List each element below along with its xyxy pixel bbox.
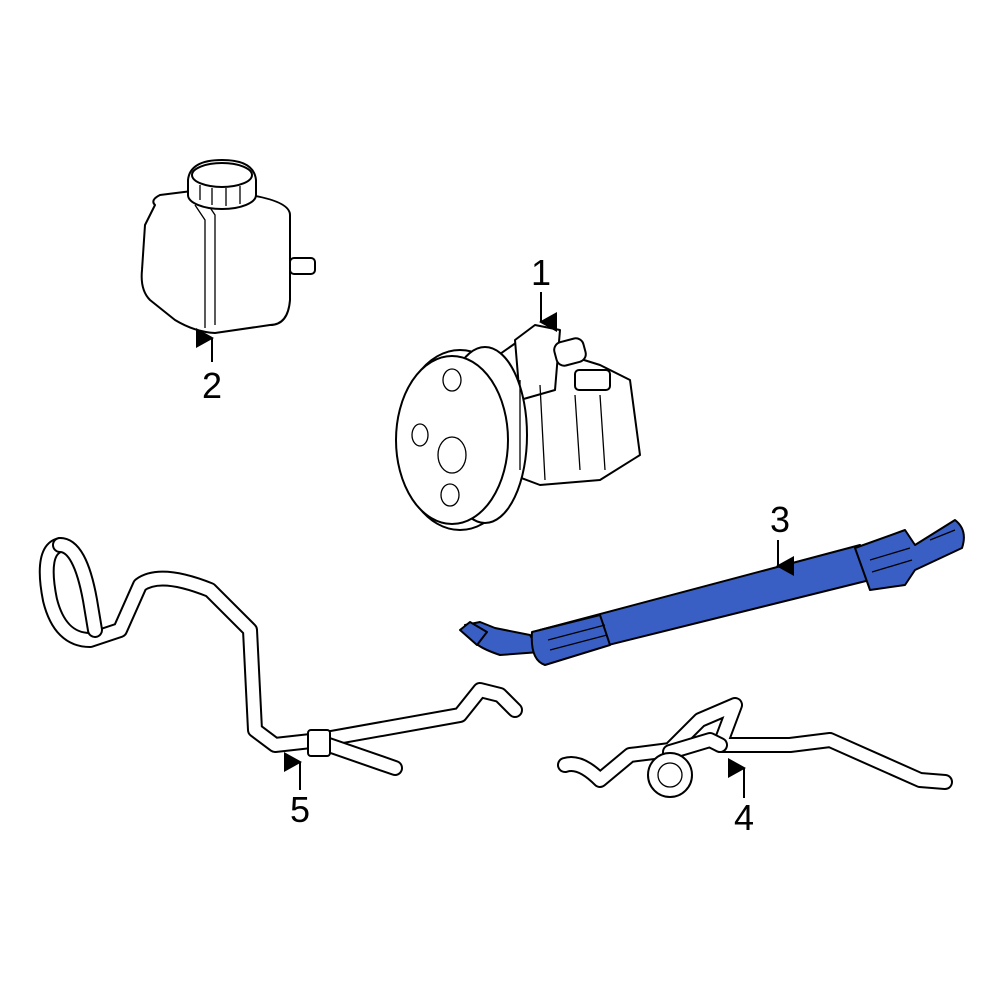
- hose-assembly-part[interactable]: [38, 537, 523, 776]
- return-hose-part[interactable]: [557, 697, 953, 798]
- reservoir-part[interactable]: [140, 159, 316, 334]
- pressure-hose-part[interactable]: [459, 519, 965, 666]
- callout-5[interactable]: 5: [290, 789, 310, 830]
- callout-2[interactable]: 2: [202, 365, 222, 406]
- power-steering-pump-part[interactable]: [395, 324, 641, 531]
- callout-4[interactable]: 4: [734, 797, 754, 838]
- callout-1[interactable]: 1: [531, 252, 551, 293]
- callout-3[interactable]: 3: [770, 499, 790, 540]
